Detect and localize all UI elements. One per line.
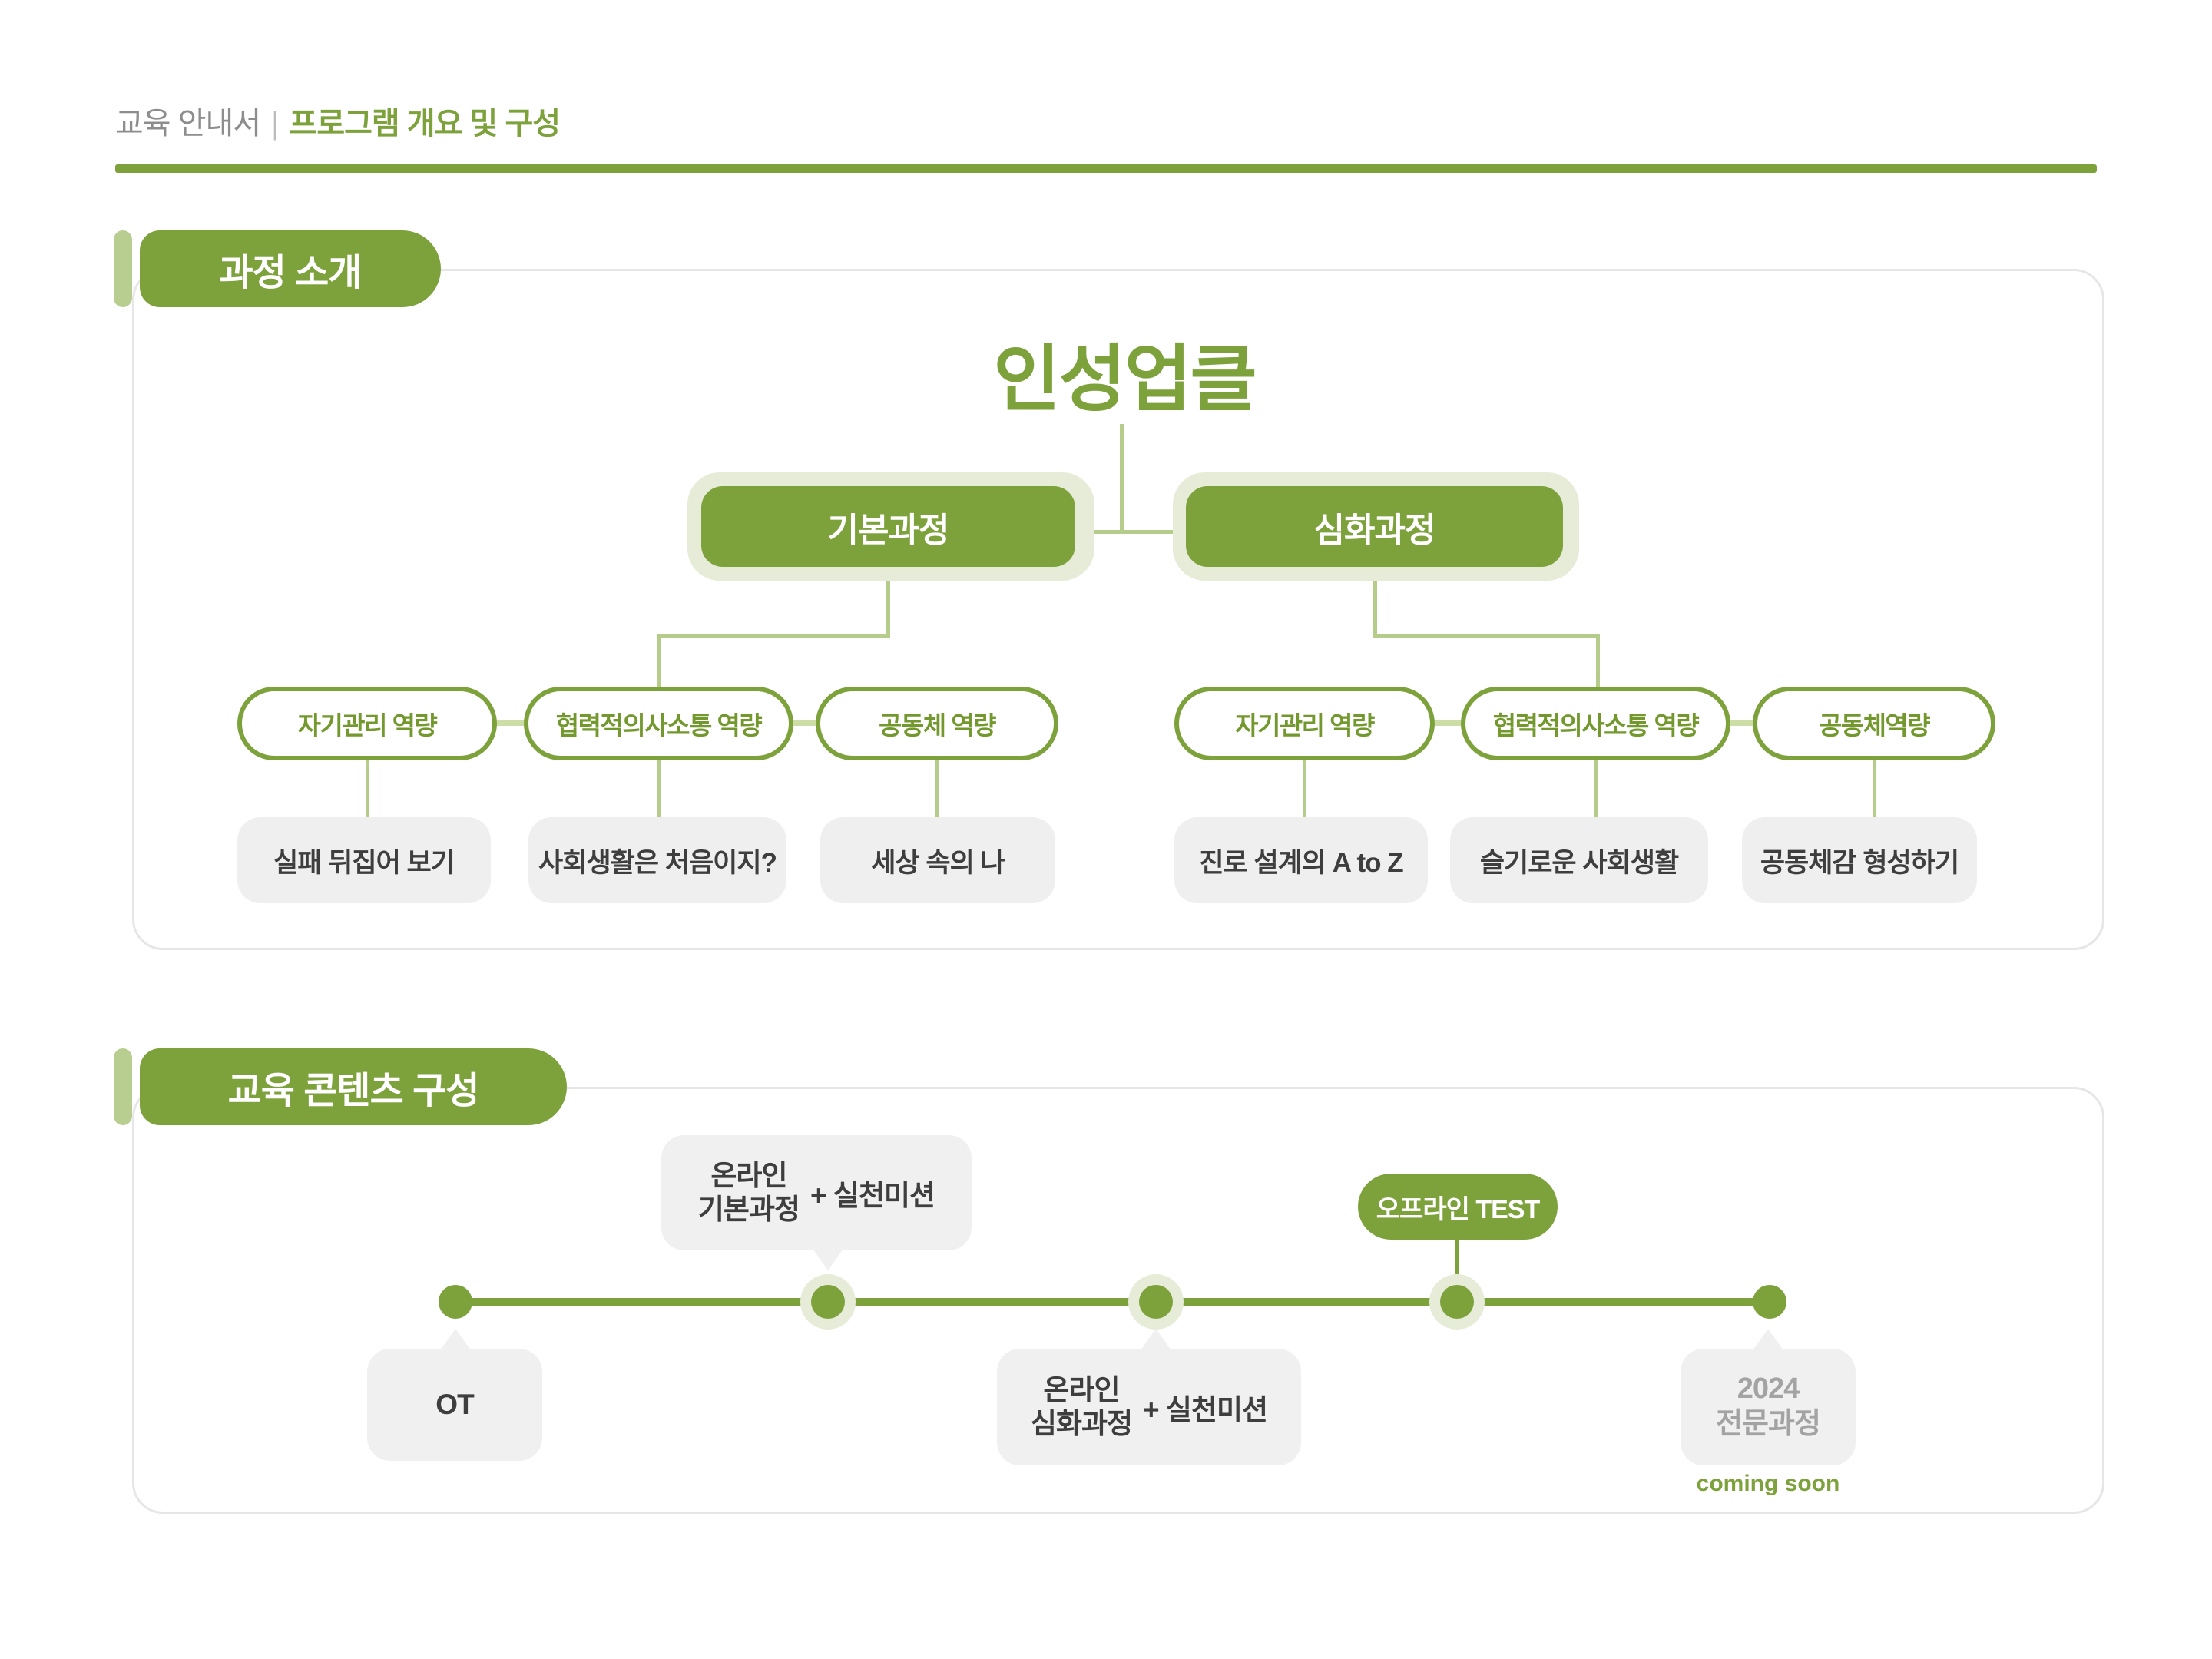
bubble-tail xyxy=(813,1249,843,1270)
competency-pill: 자기관리 역량 xyxy=(1174,687,1435,760)
section1-badge: 과정 소개 xyxy=(140,230,441,307)
connector-line xyxy=(366,760,369,817)
breadcrumb: 교육 안내서 | 프로그램 개요 및 구성 xyxy=(115,98,561,143)
advanced-track-node: 심화과정 xyxy=(1186,486,1563,567)
section2-badge: 교육 콘텐츠 구성 xyxy=(140,1048,567,1125)
module-card: 실패 뒤집어 보기 xyxy=(237,817,491,903)
advanced-course-plus: + 실천미션 xyxy=(1143,1394,1268,1426)
breadcrumb-divider: | xyxy=(271,107,279,141)
timeline-dot xyxy=(1440,1285,1474,1319)
connector-line xyxy=(1373,634,1600,638)
module-card: 사회생활은 처음이지? xyxy=(528,817,786,903)
ot-bubble: OT xyxy=(367,1349,542,1461)
bubble-tail xyxy=(1141,1329,1171,1350)
advanced-course-label-line2: 심화과정 xyxy=(1030,1408,1133,1439)
basic-course-label-line1: 온라인 xyxy=(710,1159,787,1191)
timeline-dot xyxy=(439,1285,472,1319)
section2-accent-bar xyxy=(114,1048,132,1125)
page-title: 프로그램 개요 및 구성 xyxy=(289,107,561,141)
connector-line xyxy=(1094,530,1173,534)
basic-track-node: 기본과정 xyxy=(701,486,1075,567)
timeline-dot xyxy=(1139,1285,1173,1319)
timeline-dot xyxy=(1753,1285,1786,1319)
future-course-label: 전문과정 xyxy=(1716,1408,1821,1440)
advanced-course-bubble: 온라인 심화과정 + 실천미션 xyxy=(997,1349,1301,1465)
module-card: 공동체감 형성하기 xyxy=(1742,817,1977,903)
connector-line xyxy=(1303,760,1306,817)
timeline-line xyxy=(455,1298,1770,1306)
program-title: 인성업클 xyxy=(993,338,1257,420)
module-card: 슬기로운 사회생활 xyxy=(1450,817,1708,903)
offline-test-connector xyxy=(1455,1238,1459,1287)
connector-line xyxy=(935,760,939,817)
future-course-bubble: 2024 전문과정 xyxy=(1681,1349,1856,1465)
coming-soon-label: coming soon xyxy=(1696,1471,1840,1496)
connector-line xyxy=(1120,424,1124,531)
competency-pill: 협력적의사소통 역량 xyxy=(1461,687,1730,760)
timeline-dot xyxy=(811,1285,845,1319)
section1-accent-bar xyxy=(114,230,132,307)
connector-line xyxy=(1596,634,1600,688)
connector-line xyxy=(1873,760,1876,817)
bubble-tail xyxy=(440,1329,471,1350)
connector-line xyxy=(886,581,890,637)
future-course-year: 2024 xyxy=(1737,1373,1800,1406)
header-rule xyxy=(115,164,2097,173)
module-card: 진로 설계의 A to Z xyxy=(1174,817,1428,903)
basic-course-plus: + 실천미션 xyxy=(810,1180,935,1211)
connector-line xyxy=(1594,760,1598,817)
competency-pill: 공동체역량 xyxy=(1753,687,1995,760)
offline-test-bubble: 오프라인 TEST xyxy=(1358,1174,1558,1240)
competency-pill: 자기관리 역량 xyxy=(237,687,497,760)
pill-link xyxy=(793,720,816,726)
pill-link xyxy=(1435,720,1461,726)
basic-course-label-line2: 기본과정 xyxy=(697,1194,800,1225)
connector-line xyxy=(1373,581,1377,637)
competency-pill: 협력적의사소통 역량 xyxy=(524,687,793,760)
advanced-course-label-line1: 온라인 xyxy=(1043,1373,1120,1406)
pill-link xyxy=(497,720,524,726)
pill-link xyxy=(1730,720,1753,726)
doc-label: 교육 안내서 xyxy=(115,107,261,141)
connector-line xyxy=(657,634,661,688)
competency-pill: 공동체 역량 xyxy=(816,687,1058,760)
connector-line xyxy=(657,760,661,817)
bubble-tail xyxy=(1753,1329,1783,1350)
basic-course-bubble: 온라인 기본과정 + 실천미션 xyxy=(661,1135,972,1250)
connector-line xyxy=(657,634,890,638)
module-card: 세상 속의 나 xyxy=(820,817,1055,903)
